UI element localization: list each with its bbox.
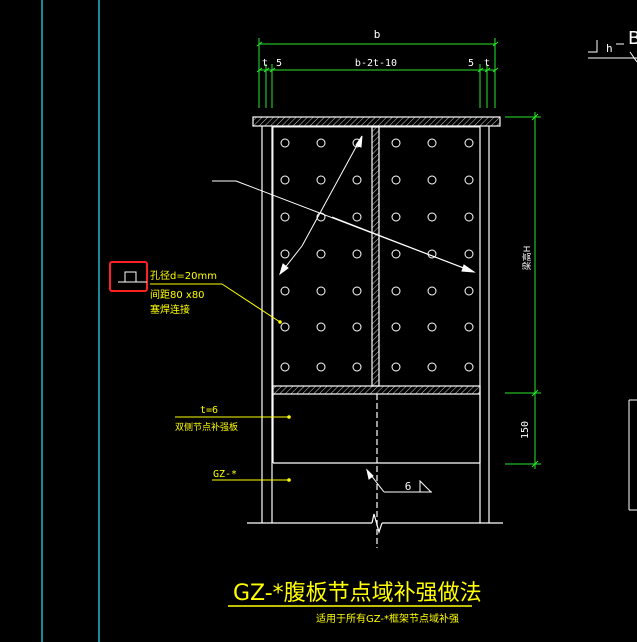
annotation-leaders bbox=[150, 283, 289, 481]
plug-weld-hole bbox=[427, 286, 437, 296]
plug-weld-hole bbox=[316, 175, 326, 185]
plug-weld-hole bbox=[464, 322, 474, 332]
plug-weld-hole bbox=[280, 138, 290, 148]
dot-column bbox=[287, 478, 291, 482]
plug-weld-holes bbox=[280, 138, 474, 372]
spec-weld: 塞焊连接 bbox=[150, 303, 190, 316]
leader-lines bbox=[212, 135, 476, 276]
plug-weld-hole bbox=[391, 362, 401, 372]
plug-weld-hole bbox=[464, 138, 474, 148]
plug-weld-hole bbox=[352, 322, 362, 332]
plug-weld-hole bbox=[280, 322, 290, 332]
spec-hole-dia: 孔径d=20mm bbox=[150, 269, 217, 282]
plug-weld-hole bbox=[316, 138, 326, 148]
plug-weld-hole bbox=[280, 362, 290, 372]
plate-description: 双侧节点补强板 bbox=[175, 421, 238, 433]
right-dimension-group bbox=[505, 112, 541, 469]
top-dimension-group bbox=[256, 38, 499, 108]
rib-hatch bbox=[372, 127, 379, 386]
dim-t-left: t bbox=[262, 58, 268, 69]
plug-weld-hole bbox=[280, 212, 290, 222]
plug-weld-hole bbox=[352, 249, 362, 259]
highlight-box[interactable] bbox=[109, 261, 148, 292]
plug-weld-hole bbox=[391, 286, 401, 296]
dot-plate bbox=[287, 415, 291, 419]
plug-weld-hole bbox=[391, 138, 401, 148]
plug-weld-hole bbox=[427, 175, 437, 185]
plug-weld-hole bbox=[352, 175, 362, 185]
plug-weld-hole bbox=[464, 175, 474, 185]
plug-weld-hole bbox=[352, 286, 362, 296]
plug-weld-hole bbox=[316, 286, 326, 296]
plug-weld-hole bbox=[464, 212, 474, 222]
right-edge-fragments bbox=[588, 40, 637, 63]
plug-weld-hole bbox=[427, 138, 437, 148]
plug-weld-hole bbox=[352, 362, 362, 372]
dot-spec bbox=[278, 320, 282, 324]
plug-weld-hole bbox=[280, 286, 290, 296]
dim-5-left: 5 bbox=[276, 58, 282, 69]
plate-thickness: t=6 bbox=[200, 405, 218, 416]
plug-weld-hole bbox=[427, 212, 437, 222]
plug-weld-hole bbox=[391, 322, 401, 332]
spec-spacing: 间距80 x80 bbox=[150, 288, 205, 301]
weld-square-icon bbox=[118, 271, 147, 283]
plug-weld-hole bbox=[316, 362, 326, 372]
plug-weld-hole bbox=[316, 322, 326, 332]
plug-weld-hole bbox=[316, 249, 326, 259]
right-edge-letter: B bbox=[628, 28, 637, 49]
plug-weld-hole bbox=[391, 175, 401, 185]
plug-weld-hole bbox=[464, 249, 474, 259]
drawing-subtitle: 适用于所有GZ-*框架节点域补强 bbox=[316, 612, 459, 625]
dim-5-right: 5 bbox=[468, 58, 474, 69]
dim-beam-height: 梁高H bbox=[521, 246, 533, 271]
dim-150: 150 bbox=[520, 421, 531, 439]
plug-weld-hole bbox=[427, 322, 437, 332]
dim-b-label: b bbox=[374, 28, 381, 41]
plug-weld-hole bbox=[464, 362, 474, 372]
dim-mid: b-2t-10 bbox=[355, 58, 397, 69]
right-edge-h: h bbox=[606, 42, 613, 55]
plug-weld-hole bbox=[464, 286, 474, 296]
dim-t-right: t bbox=[484, 58, 490, 69]
plug-weld-hole bbox=[391, 212, 401, 222]
plug-weld-hole bbox=[427, 362, 437, 372]
plug-weld-hole bbox=[352, 212, 362, 222]
weld-size-leader bbox=[366, 468, 432, 493]
bottom-flange-hatch bbox=[273, 386, 480, 394]
column-mark: GZ-* bbox=[213, 469, 237, 480]
plug-weld-hole bbox=[280, 249, 290, 259]
plug-weld-hole bbox=[391, 249, 401, 259]
top-flange-hatch bbox=[253, 117, 500, 126]
weld-size: 6 bbox=[405, 480, 412, 493]
plug-weld-hole bbox=[280, 175, 290, 185]
drawing-title: GZ-*腹板节点域补强做法 bbox=[233, 581, 482, 606]
